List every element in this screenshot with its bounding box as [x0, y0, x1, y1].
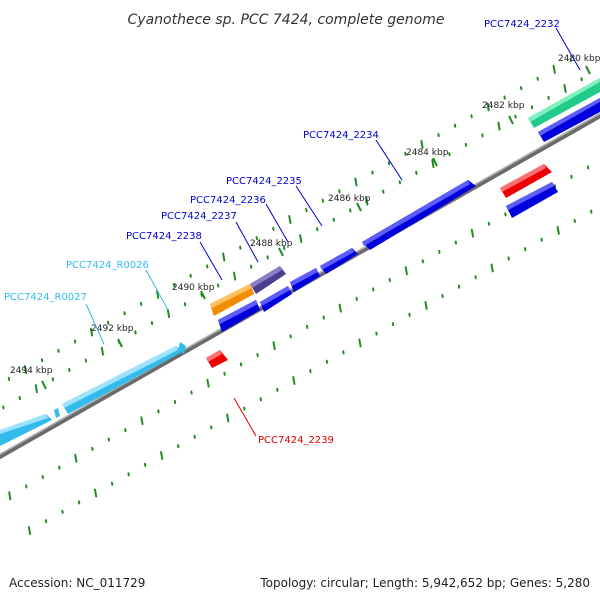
gene-PCC7424_R0027[interactable]: [62, 346, 182, 414]
track-dot: [470, 228, 474, 238]
track-dot: [27, 526, 32, 536]
dotted-tracks: [2, 57, 593, 536]
track-dot: [552, 64, 556, 74]
gene-PCC7424_2239[interactable]: [206, 350, 228, 368]
label-PCC7424_2237: PCC7424_2237: [161, 211, 259, 263]
gene-PCC7424_2234[interactable]: [362, 180, 476, 250]
track-dot: [288, 214, 292, 224]
label-PCC7424_2235: PCC7424_2235: [226, 176, 323, 227]
gene-PCC7424_2238[interactable]: [210, 284, 254, 316]
track-dot: [93, 488, 98, 498]
svg-text:PCC7424_2238: PCC7424_2238: [126, 231, 202, 242]
kbp-tick-2494: 2494 kbp: [10, 366, 53, 390]
track-dot: [358, 338, 362, 348]
gene-red-right[interactable]: [500, 164, 552, 198]
label-PCC7424_2236: PCC7424_2236: [190, 195, 289, 243]
track-dot: [338, 303, 342, 313]
track-dot: [404, 266, 408, 276]
svg-text:PCC7424_2235: PCC7424_2235: [226, 176, 302, 187]
svg-text:2488 kbp: 2488 kbp: [250, 239, 293, 249]
svg-text:PCC7424_2239: PCC7424_2239: [258, 435, 334, 446]
topology-text: Topology: circular; Length: 5,942,652 bp…: [260, 576, 590, 590]
track-dot: [563, 84, 567, 93]
label-PCC7424_2232: PCC7424_2232: [484, 19, 581, 71]
gene-rna-left[interactable]: [0, 414, 52, 446]
track-dot: [272, 341, 276, 351]
reverse-strand-features: [206, 164, 558, 368]
track-dot: [365, 196, 369, 206]
track-dot: [140, 416, 144, 426]
svg-text:PCC7424_2237: PCC7424_2237: [161, 211, 237, 222]
track-dot: [556, 225, 560, 235]
svg-text:2484 kbp: 2484 kbp: [406, 148, 449, 158]
track-dot: [74, 453, 78, 463]
accession-text: Accession: NC_011729: [9, 576, 146, 590]
track-dot: [490, 263, 494, 273]
svg-text:2494 kbp: 2494 kbp: [10, 366, 53, 376]
track-dot: [222, 252, 226, 262]
svg-text:PCC7424_2232: PCC7424_2232: [484, 19, 560, 30]
track-dot: [23, 365, 28, 375]
track-dot: [233, 271, 237, 281]
forward-strand-features: [0, 78, 600, 446]
gene-PCC7424_2235[interactable]: [320, 248, 358, 274]
kbp-tick-2482: 2482 kbp: [482, 101, 525, 125]
gene-blue-2238b[interactable]: [218, 300, 260, 332]
track-dot: [226, 413, 230, 423]
svg-text:2490 kbp: 2490 kbp: [172, 283, 215, 293]
track-dot: [354, 177, 358, 187]
track-dot: [156, 290, 160, 299]
svg-text:PCC7424_2236: PCC7424_2236: [190, 195, 266, 206]
svg-text:PCC7424_R0026: PCC7424_R0026: [66, 260, 149, 271]
kbp-tick-2486: 2486 kbp: [328, 194, 371, 212]
kbp-tick-2484: 2484 kbp: [406, 148, 449, 167]
track-dot: [34, 384, 38, 394]
label-PCC7424_2238: PCC7424_2238: [126, 231, 223, 281]
svg-text:2492 kbp: 2492 kbp: [91, 324, 134, 334]
kbp-tick-2490: 2490 kbp: [172, 283, 215, 300]
svg-text:PCC7424_2234: PCC7424_2234: [303, 130, 379, 141]
kbp-tick-2480: 2480 kbp: [558, 54, 600, 75]
track-dot: [100, 346, 105, 356]
track-dot: [420, 139, 424, 149]
track-dot: [497, 121, 501, 131]
svg-text:2486 kbp: 2486 kbp: [328, 194, 371, 204]
track-dot: [8, 491, 12, 501]
kbp-tick-2492: 2492 kbp: [91, 324, 134, 348]
svg-text:PCC7424_R0027: PCC7424_R0027: [4, 292, 87, 303]
gene-labels: PCC7424_2232 PCC7424_2234 PCC7424_2235 P…: [4, 19, 581, 446]
map-title: Cyanothece sp. PCC 7424, complete genome: [128, 12, 445, 28]
track-dot: [160, 451, 164, 461]
track-dot: [206, 378, 210, 388]
gene-blue-right-low[interactable]: [506, 182, 558, 218]
label-PCC7424_2239: PCC7424_2239: [233, 397, 334, 446]
svg-text:2482 kbp: 2482 kbp: [482, 101, 525, 111]
kbp-tick-2488: 2488 kbp: [250, 239, 293, 257]
gene-PCC7424_2237[interactable]: [250, 266, 286, 294]
track-dot: [431, 159, 435, 169]
gene-blue-2237b[interactable]: [260, 286, 292, 312]
svg-text:2480 kbp: 2480 kbp: [558, 54, 600, 64]
gene-rna-small-1[interactable]: [54, 408, 60, 418]
label-PCC7424_R0027: PCC7424_R0027: [4, 292, 105, 345]
gene-blue-2233[interactable]: [538, 98, 600, 142]
gene-PCC7424_2232[interactable]: [528, 78, 600, 128]
track-dot: [89, 327, 94, 337]
track-dot: [424, 300, 428, 310]
track-dot: [292, 376, 296, 385]
label-PCC7424_2234: PCC7424_2234: [303, 130, 403, 181]
track-dot: [486, 102, 490, 112]
track-dot: [299, 234, 303, 244]
label-PCC7424_R0026: PCC7424_R0026: [66, 260, 169, 311]
track-dot: [166, 309, 171, 319]
scale-ticks: 2480 kbp 2482 kbp 2484 kbp 2486 kbp 2488…: [10, 54, 600, 390]
gene-PCC7424_2236[interactable]: [290, 268, 320, 292]
